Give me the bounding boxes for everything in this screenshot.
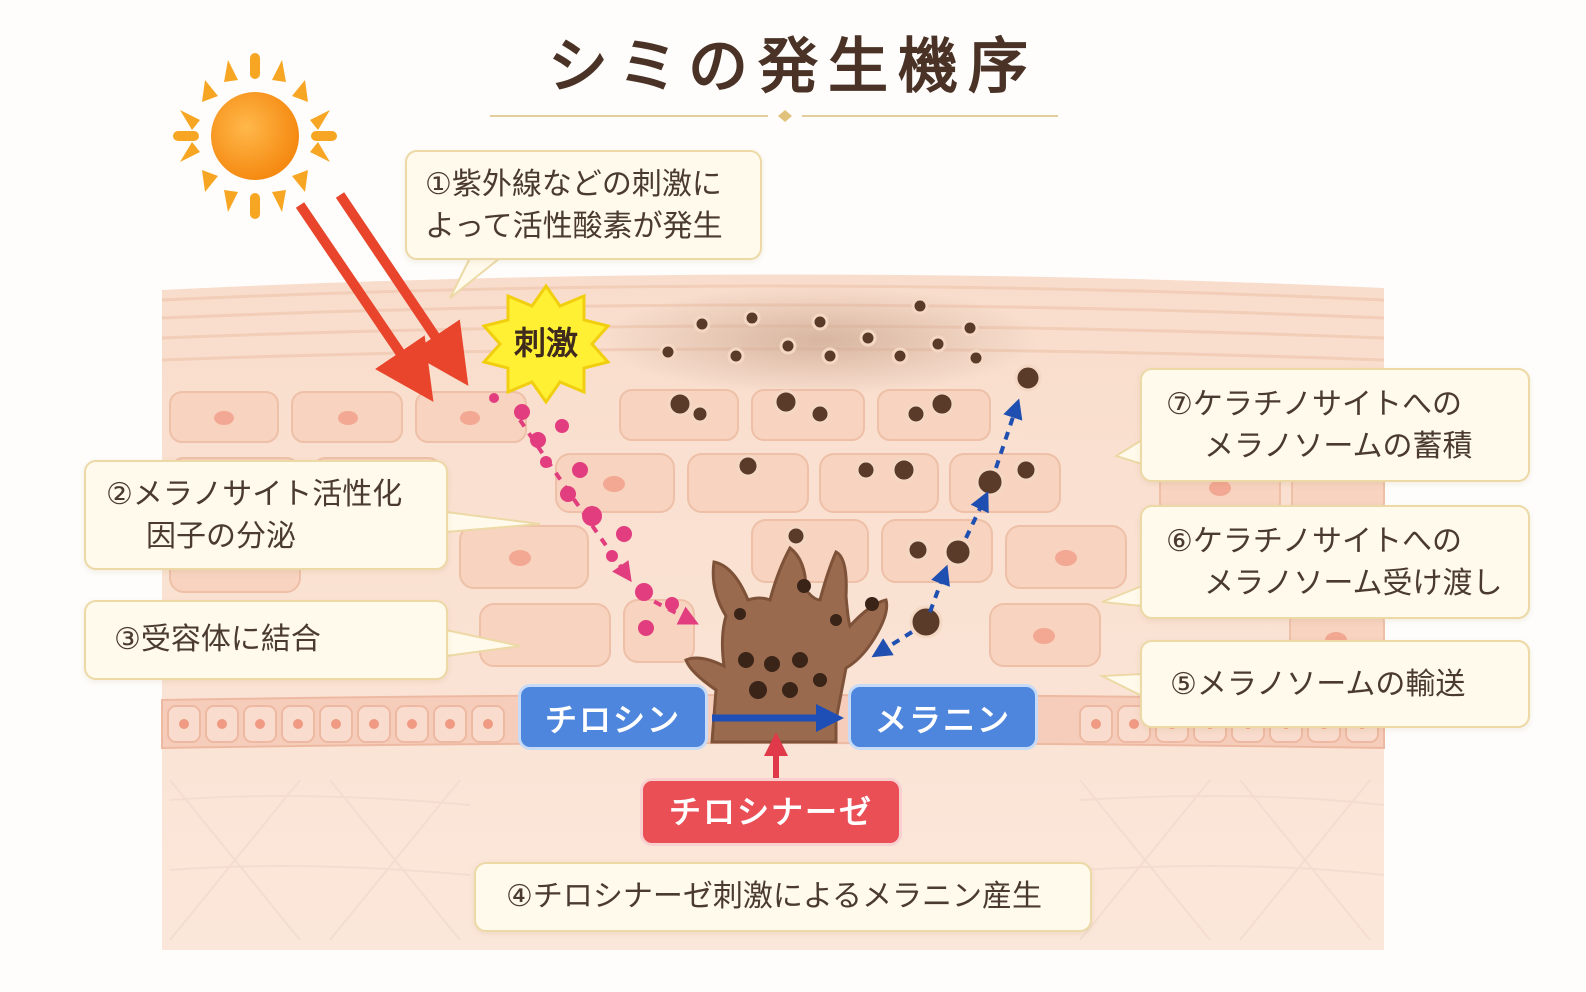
tyrosine-label: チロシン [518, 684, 708, 750]
melanocyte-cell [684, 545, 889, 744]
basal-cell-nucleus [217, 719, 227, 729]
step6-line2: メラノソーム受け渡し [1204, 566, 1503, 601]
title-divider [490, 110, 1058, 122]
step2-line2: 因子の分泌 [146, 519, 296, 554]
pigment-zone [600, 285, 1040, 395]
sun-icon [173, 53, 337, 219]
basal-cell-nucleus [1091, 719, 1101, 729]
signal-path-arrow [518, 418, 632, 583]
step4-line1: ④チロシナーゼ刺激によるメラニン産生 [506, 879, 1042, 914]
basal-cell-nucleus [369, 719, 379, 729]
step7-line2: メラノソームの蓄積 [1204, 429, 1473, 464]
basal-cell-nucleus [331, 719, 341, 729]
basal-cell-nucleus [179, 719, 189, 729]
step1-bubble: ①紫外線などの刺激に よって活性酸素が発生 [405, 150, 762, 260]
step4-bubble: ④チロシナーゼ刺激によるメラニン産生 [474, 862, 1092, 932]
tyrosinase-label: チロシナーゼ [640, 778, 902, 846]
basal-cell-nucleus [255, 719, 265, 729]
receptor-arrow [639, 592, 699, 625]
step3-bubble: ③受容体に結合 [84, 600, 448, 680]
activation-signal-dots [489, 393, 679, 636]
step5-line1: ⑤メラノソームの輸送 [1170, 667, 1466, 702]
step2-bubble: ②メラノサイト活性化 因子の分泌 [84, 460, 448, 570]
basal-cell-nucleus [407, 719, 417, 729]
step1-line1: ①紫外線などの刺激に [425, 167, 722, 202]
step6-line1: ⑥ケラチノサイトへの [1166, 524, 1462, 559]
step6-bubble: ⑥ケラチノサイトへの メラノソーム受け渡し [1140, 505, 1530, 619]
basal-cell-nucleus [445, 719, 455, 729]
basal-cell-nucleus [1129, 719, 1139, 729]
stimulus-label: 刺激 [513, 324, 578, 362]
basal-cell-nucleus [293, 719, 303, 729]
transport-arrows [871, 398, 1023, 658]
dermis [169, 779, 1385, 941]
step1-line2: よって活性酸素が発生 [425, 209, 723, 244]
step5-bubble: ⑤メラノソームの輸送 [1140, 640, 1530, 728]
basal-cell-nucleus [483, 719, 493, 729]
step2-line1: ②メラノサイト活性化 [106, 477, 403, 512]
stimulus-burst-icon [481, 283, 611, 405]
melanin-label: メラニン [848, 684, 1038, 750]
step7-line1: ⑦ケラチノサイトへの [1166, 387, 1462, 422]
step3-line1: ③受容体に結合 [114, 622, 321, 657]
step7-bubble: ⑦ケラチノサイトへの メラノソームの蓄積 [1140, 368, 1530, 482]
uv-ray-arrows [295, 192, 469, 402]
page-title: シミの発生機序 [548, 32, 1038, 102]
melanosome-dots [659, 297, 1042, 639]
